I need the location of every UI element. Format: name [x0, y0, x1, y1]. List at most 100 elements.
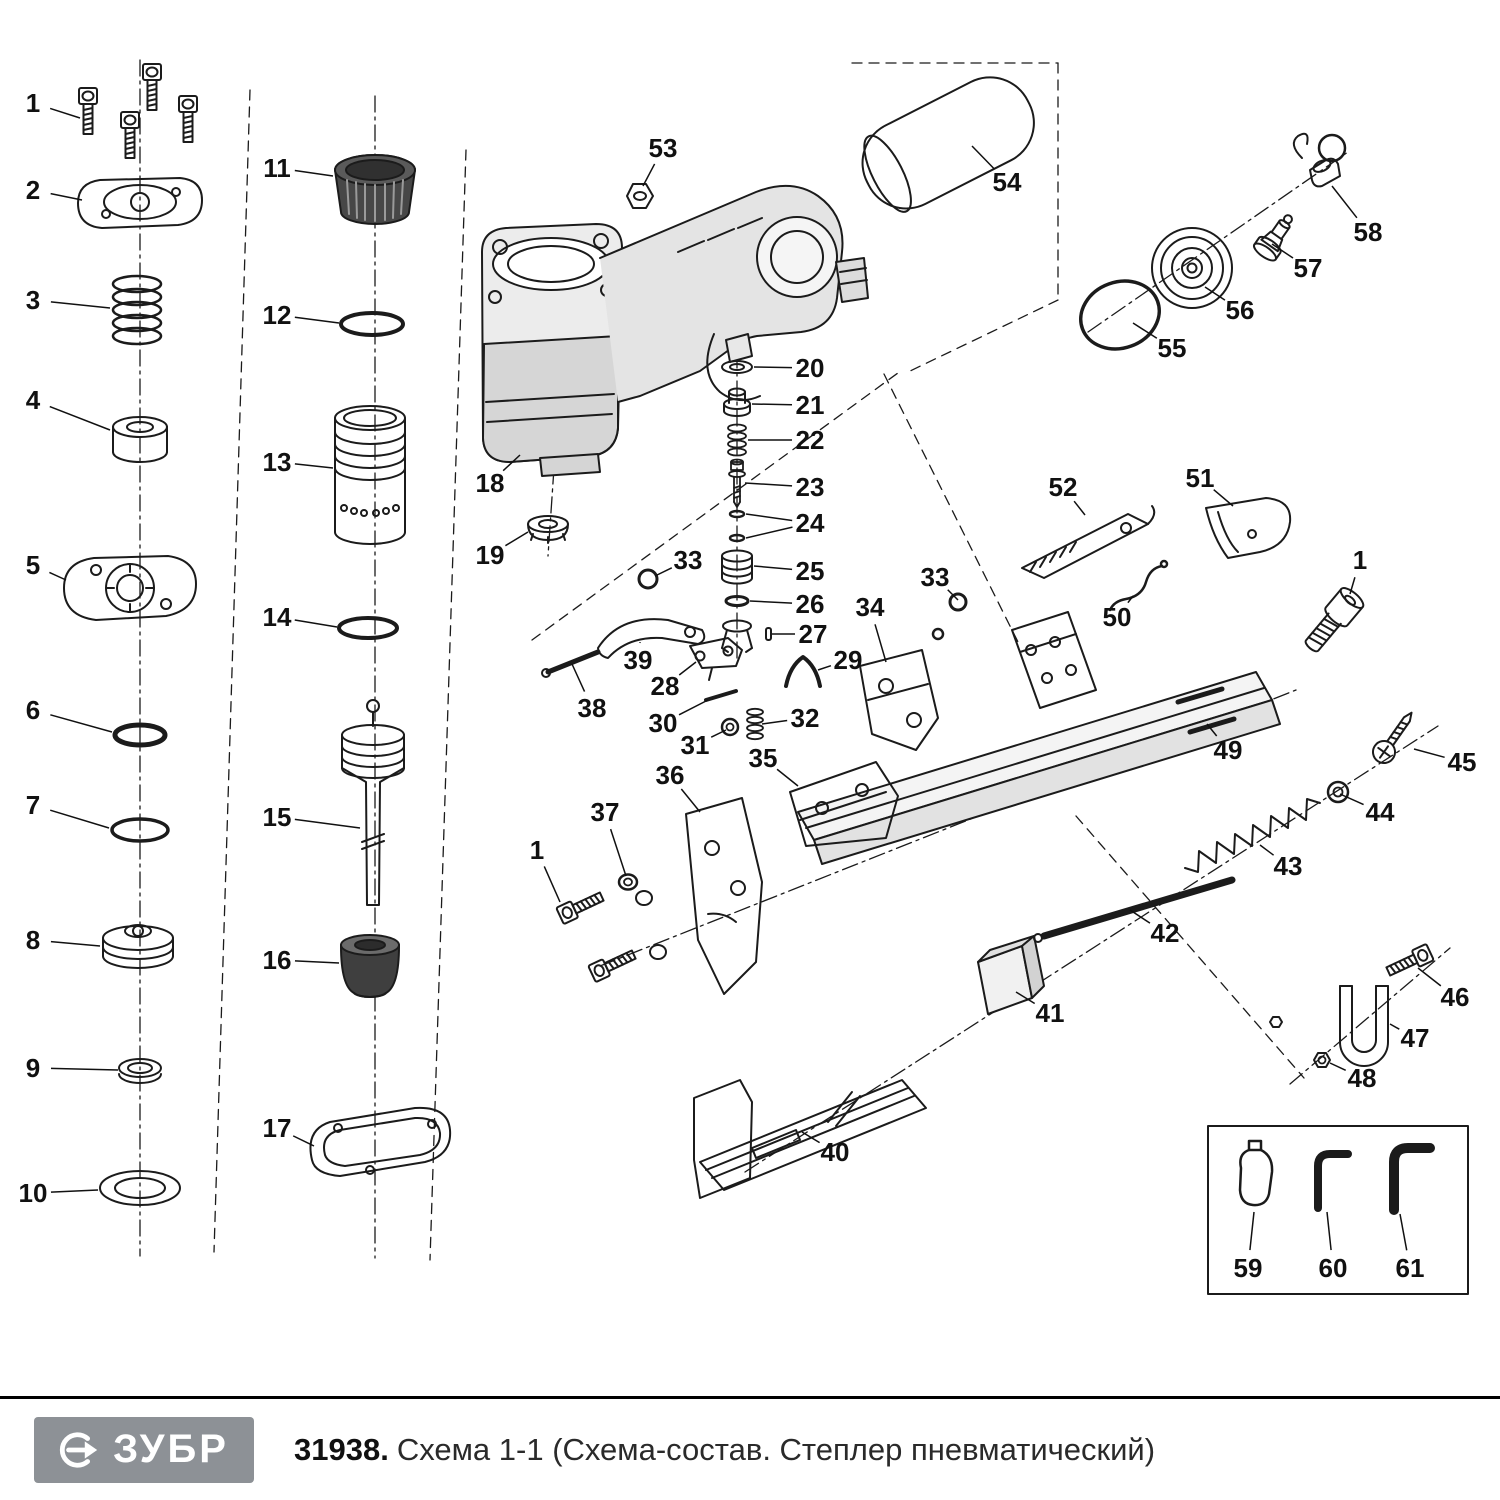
part-label-12: 12 [263, 300, 292, 330]
leader-line-3 [50, 301, 111, 309]
part-58-dust-cap [1292, 132, 1347, 188]
part-label-11: 11 [263, 153, 291, 183]
part-label-6: 6 [26, 695, 40, 725]
leader-line-41 [1015, 991, 1036, 1005]
leader-line-48 [1329, 1062, 1347, 1072]
brand-name: ЗУБР [113, 1427, 229, 1471]
leader-line-28 [678, 661, 697, 676]
leader-line-61 [1399, 1213, 1408, 1251]
part-label-49: 49 [1214, 735, 1243, 765]
leader-line-37 [609, 828, 627, 877]
part-33-o-rings-right [931, 592, 968, 641]
part-36-front-plate [685, 797, 763, 995]
part-label-60: 60 [1319, 1253, 1348, 1283]
part-label-28: 28 [651, 671, 680, 701]
leader-line-1 [49, 107, 81, 119]
part-24-o-rings [728, 509, 746, 543]
part-label-1: 1 [530, 835, 544, 865]
part-label-13: 13 [263, 447, 292, 477]
leader-line-46 [1417, 967, 1442, 987]
part-label-10: 10 [19, 1178, 48, 1208]
part-label-58: 58 [1354, 217, 1383, 247]
part-33-o-ring-left [637, 568, 659, 590]
part-label-36: 36 [656, 760, 685, 790]
leader-line-43 [1259, 844, 1275, 856]
part-label-29: 29 [834, 645, 863, 675]
part-label-9: 9 [26, 1053, 40, 1083]
part-label-43: 43 [1274, 851, 1303, 881]
leader-line-4 [49, 405, 111, 431]
part-label-37: 37 [591, 797, 620, 827]
leader-line-36 [680, 788, 701, 813]
part-label-39: 39 [624, 645, 653, 675]
part-1-screws [78, 63, 198, 159]
leader-line-15 [294, 818, 361, 829]
part-31-washer [720, 717, 740, 737]
doc-number: 31938. [294, 1431, 389, 1467]
leader-line-19 [505, 531, 529, 547]
part-label-27: 27 [799, 619, 828, 649]
leader-line-17 [292, 1135, 315, 1147]
part-11-cap [334, 154, 416, 225]
part-16-bumper [340, 934, 400, 998]
part-43-spring [1184, 798, 1321, 873]
part-label-8: 8 [26, 925, 40, 955]
part-label-35: 35 [749, 743, 778, 773]
part-8-piston [102, 924, 174, 969]
leader-line-13 [294, 463, 334, 469]
leader-line-31 [710, 729, 727, 738]
part-26-o-ring [724, 595, 750, 607]
part-49-pins [1175, 686, 1237, 735]
part-label-30: 30 [649, 708, 678, 738]
part-label-16: 16 [263, 945, 292, 975]
part-18-body [481, 184, 869, 477]
leader-line-9 [50, 1067, 119, 1071]
part-59-oil-bottle [1238, 1139, 1274, 1207]
part-label-51: 51 [1186, 463, 1215, 493]
part-label-14: 14 [263, 602, 292, 632]
part-28-trigger [689, 637, 743, 681]
footer-divider [0, 1396, 1500, 1399]
leader-line-42 [1129, 909, 1151, 924]
part-label-57: 57 [1294, 253, 1323, 283]
leader-line-10 [50, 1189, 99, 1193]
part-48-nuts [1269, 1016, 1331, 1068]
part-17-gasket [309, 1106, 452, 1177]
part-label-20: 20 [796, 353, 825, 383]
part-label-21: 21 [796, 390, 825, 420]
part-label-18: 18 [476, 468, 505, 498]
part-37-screw-washer [617, 873, 639, 891]
part-57-air-fitting [1252, 214, 1293, 262]
leader-line-54 [971, 145, 995, 170]
leader-line-11 [294, 169, 334, 177]
part-5-valve-plate [63, 555, 197, 621]
part-1-screws-magazine [555, 887, 667, 984]
part-21-valve-spool [723, 387, 751, 417]
part-label-38: 38 [578, 693, 607, 723]
part-label-2: 2 [26, 175, 40, 205]
leader-line-1 [543, 866, 561, 903]
leader-line-40 [801, 1131, 820, 1144]
leader-line-58 [1331, 185, 1358, 219]
accessories-box [1207, 1125, 1469, 1295]
leader-line-47 [1389, 1023, 1400, 1030]
doc-title: 31938.Схема 1-1 (Схема-состав. Степлер п… [294, 1432, 1155, 1468]
part-47-u-bracket [1339, 985, 1389, 1067]
leader-line-35 [776, 768, 799, 787]
part-14-o-ring [337, 616, 399, 640]
part-label-40: 40 [821, 1137, 850, 1167]
part-15-driver-piston [341, 699, 405, 906]
leader-line-24 [745, 513, 793, 522]
part-label-50: 50 [1103, 602, 1132, 632]
part-53-nut [626, 183, 654, 209]
part-labels: 1234567891011121314151617181953542021222… [19, 88, 1477, 1283]
part-label-7: 7 [26, 790, 40, 820]
part-label-5: 5 [26, 550, 40, 580]
part-label-46: 46 [1441, 982, 1470, 1012]
part-32-spring [746, 707, 764, 741]
part-label-3: 3 [26, 285, 40, 315]
leader-line-18 [502, 454, 521, 472]
part-50-wire-spring [1108, 559, 1169, 612]
part-label-52: 52 [1049, 472, 1078, 502]
